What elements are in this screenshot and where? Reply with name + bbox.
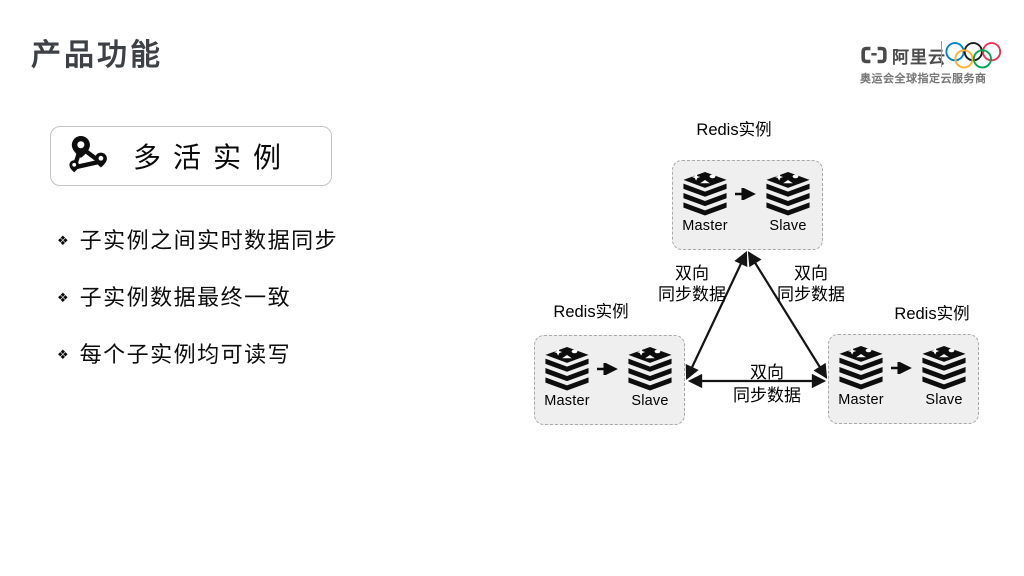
instance-label: Redis实例 [553, 303, 629, 321]
master-label: Master [682, 218, 728, 234]
master-node: Master [539, 346, 595, 409]
bullet-list: ❖ 子实例之间实时数据同步 ❖ 子实例数据最终一致 ❖ 每个子实例均可读写 [57, 228, 338, 399]
slave-node: Slave [760, 171, 816, 234]
sync-label-line1: 双向 [750, 363, 784, 382]
bullet-text: 子实例数据最终一致 [79, 285, 292, 310]
redis-stack-icon [628, 346, 672, 391]
bullet-item: ❖ 子实例数据最终一致 [57, 285, 338, 311]
redis-instance-card: Master Slave [534, 335, 685, 425]
sync-label: 双向 同步数据 [773, 263, 849, 305]
instance-label: Redis实例 [696, 121, 772, 139]
multi-active-locations-icon [69, 135, 107, 173]
slave-node: Slave [622, 346, 678, 409]
master-node: Master [677, 171, 733, 234]
slave-label: Slave [925, 392, 963, 408]
master-label: Master [838, 392, 884, 408]
replication-arrow-icon [891, 362, 912, 374]
redis-stack-icon [839, 345, 883, 390]
alibaba-cloud-bracket-icon [861, 46, 887, 64]
sync-label-line2: 同步数据 [733, 386, 801, 405]
alibaba-cloud-logo: 阿里云 奥运会全球指定云服务商 [855, 38, 1017, 86]
redis-stack-icon [683, 171, 727, 216]
sync-label: 双向 同步数据 [729, 361, 805, 407]
redis-stack-icon [545, 346, 589, 391]
redis-instance-card: Master Slave [828, 334, 979, 424]
brand-name: 阿里云 [892, 48, 946, 67]
sync-label-line1: 双向 [794, 264, 828, 283]
sync-label-line1: 双向 [675, 264, 709, 283]
bullet-marker-icon: ❖ [57, 290, 69, 305]
logo-divider [941, 41, 942, 67]
redis-stack-icon [922, 345, 966, 390]
replication-arrow-icon [735, 188, 756, 200]
bullet-marker-icon: ❖ [57, 347, 69, 362]
sync-label-line2: 同步数据 [777, 285, 845, 304]
master-label: Master [544, 393, 590, 409]
slave-node: Slave [916, 345, 972, 408]
olympic-rings-icon [945, 42, 1002, 69]
feature-label: 多活实例 [133, 142, 294, 173]
replication-arrow-icon [597, 363, 618, 375]
bullet-item: ❖ 每个子实例均可读写 [57, 342, 338, 368]
bullet-item: ❖ 子实例之间实时数据同步 [57, 228, 338, 254]
feature-card: 多活实例 [50, 126, 332, 186]
bullet-text: 每个子实例均可读写 [79, 342, 292, 367]
slave-label: Slave [769, 218, 807, 234]
bullet-text: 子实例之间实时数据同步 [79, 228, 339, 253]
logo-tagline: 奥运会全球指定云服务商 [860, 73, 987, 85]
master-node: Master [833, 345, 889, 408]
sync-label-line2: 同步数据 [658, 285, 726, 304]
redis-instance-card: Master Slave [672, 160, 823, 250]
slave-label: Slave [631, 393, 669, 409]
redis-stack-icon [766, 171, 810, 216]
page-title: 产品功能 [31, 39, 163, 72]
instance-label: Redis实例 [894, 305, 970, 323]
sync-label: 双向 同步数据 [654, 263, 730, 305]
bullet-marker-icon: ❖ [57, 233, 69, 248]
